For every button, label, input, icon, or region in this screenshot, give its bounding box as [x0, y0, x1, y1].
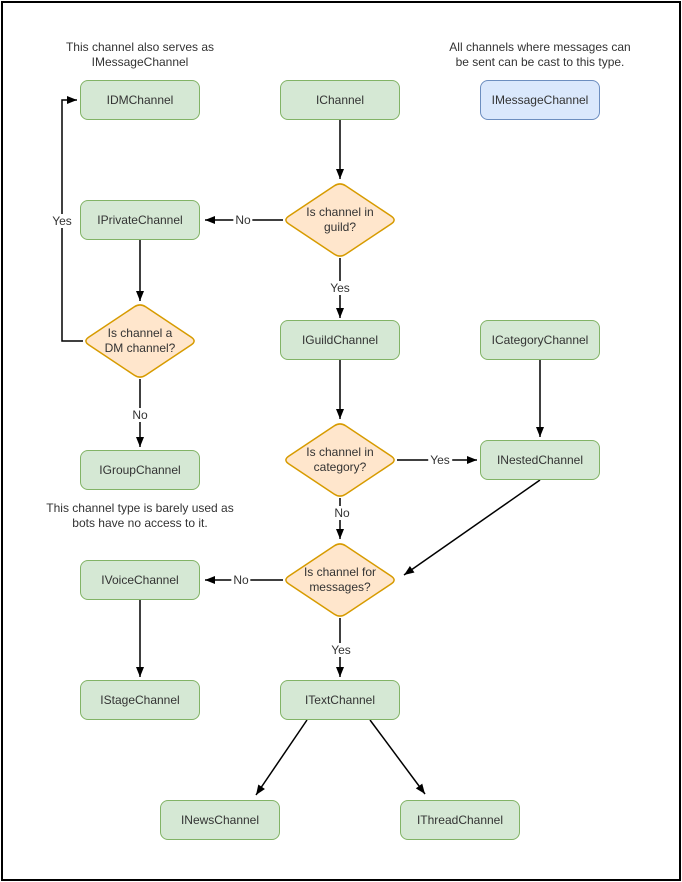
note-line: be sent can be cast to this type.	[455, 55, 625, 69]
edge-label-category-yes: Yes	[428, 453, 452, 467]
node-ithreadchannel[interactable]: IThreadChannel	[400, 800, 520, 840]
note-line: bots have no access to it.	[72, 516, 208, 530]
node-iguildchannel[interactable]: IGuildChannel	[280, 320, 400, 360]
edge-itextchannel-to-inewschannel	[255, 719, 308, 796]
decision-in-guild[interactable]	[285, 183, 395, 257]
note-idmchannel: This channel also serves as IMessageChan…	[40, 40, 240, 70]
decision-in-category[interactable]	[285, 423, 395, 497]
node-idmchannel[interactable]: IDMChannel	[80, 80, 200, 120]
edge-label-category-no: No	[332, 506, 352, 520]
node-inestedchannel[interactable]: INestedChannel	[480, 440, 600, 480]
note-imessagechannel: All channels where messages can be sent …	[440, 40, 640, 70]
node-istagechannel[interactable]: IStageChannel	[80, 680, 200, 720]
edge-label-guild-yes: Yes	[328, 281, 352, 295]
edge-inestedchannel-to-messages-decision	[403, 479, 541, 576]
note-line: This channel also serves as	[65, 40, 215, 54]
note-line: This channel type is barely used as	[46, 501, 234, 515]
node-itextchannel[interactable]: ITextChannel	[280, 680, 400, 720]
node-ichannel[interactable]: IChannel	[280, 80, 400, 120]
decision-for-messages[interactable]	[285, 543, 395, 617]
edge-label-dm-yes: Yes	[50, 214, 74, 228]
node-icategorychannel[interactable]: ICategoryChannel	[480, 320, 600, 360]
node-igroupchannel[interactable]: IGroupChannel	[80, 450, 200, 490]
note-line: IMessageChannel	[91, 55, 189, 69]
edge-itextchannel-to-ithreadchannel	[369, 719, 426, 795]
note-igroupchannel: This channel type is barely used as bots…	[40, 501, 240, 531]
edge-label-messages-yes: Yes	[329, 643, 353, 657]
node-ivoicechannel[interactable]: IVoiceChannel	[80, 560, 200, 600]
node-inewschannel[interactable]: INewsChannel	[160, 800, 280, 840]
node-imessagechannel[interactable]: IMessageChannel	[480, 80, 600, 120]
edge-label-messages-no: No	[231, 573, 251, 587]
node-iprivatechannel[interactable]: IPrivateChannel	[80, 200, 200, 240]
edge-label-guild-no: No	[233, 213, 253, 227]
note-line: All channels where messages can	[449, 40, 631, 54]
decision-is-dm[interactable]	[85, 304, 195, 378]
edge-label-dm-no: No	[130, 408, 150, 422]
